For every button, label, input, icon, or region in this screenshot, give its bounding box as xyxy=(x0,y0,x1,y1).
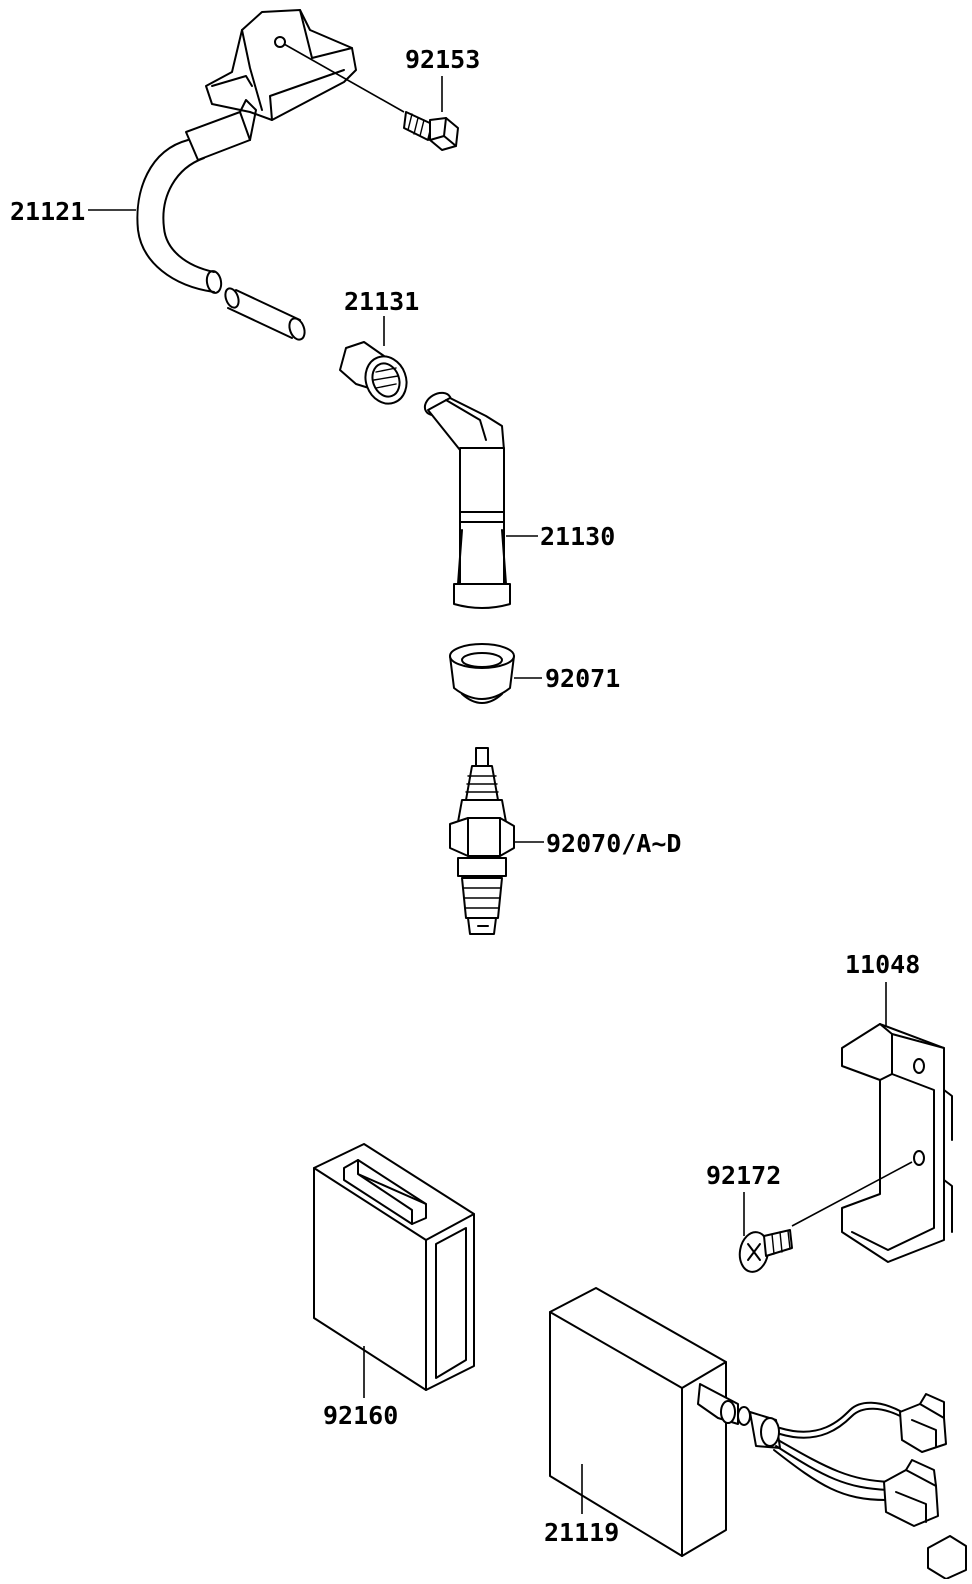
label-11048: 11048 xyxy=(845,950,920,979)
label-21121: 21121 xyxy=(10,197,85,226)
label-92071: 92071 xyxy=(545,664,620,693)
igniter-21119[interactable] xyxy=(549,1287,967,1580)
label-21119: 21119 xyxy=(544,1518,619,1547)
label-21131: 21131 xyxy=(344,287,419,316)
label-92172: 92172 xyxy=(706,1161,781,1190)
label-92160: 92160 xyxy=(323,1401,398,1430)
cap-21131[interactable] xyxy=(339,341,413,409)
bolt-92153[interactable] xyxy=(403,111,459,151)
seal-92071[interactable] xyxy=(449,643,515,704)
spark-plug-92070[interactable] xyxy=(449,747,515,935)
plug-cap-21130[interactable] xyxy=(421,388,511,609)
label-21130: 21130 xyxy=(540,522,615,551)
screw-92172[interactable] xyxy=(737,1229,793,1274)
ignition-coil[interactable] xyxy=(185,9,357,161)
bracket-11048[interactable] xyxy=(841,1023,953,1263)
connector-92160[interactable] xyxy=(313,1143,475,1391)
coil-lead-cable xyxy=(136,139,306,341)
label-92070: 92070/A~D xyxy=(546,829,681,858)
leader-lines xyxy=(88,43,913,1514)
label-92153: 92153 xyxy=(405,45,480,74)
